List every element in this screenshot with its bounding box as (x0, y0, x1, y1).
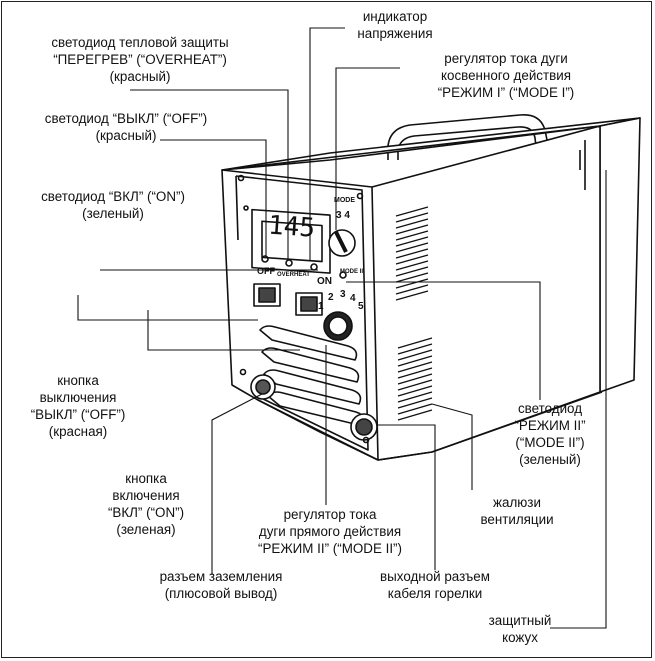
svg-text:MODE: MODE (334, 197, 355, 204)
svg-text:ON: ON (317, 276, 332, 287)
svg-text:3 4: 3 4 (336, 210, 350, 221)
svg-text:OFF: OFF (257, 266, 275, 276)
off-led (261, 255, 269, 263)
label-off-led: светодиод “ВЫКЛ” (“OFF”)(красный) (44, 111, 208, 143)
svg-text:OVERHEAT: OVERHEAT (277, 272, 310, 278)
label-ground-connector: разъем заземления(плюсовой вывод) (159, 569, 283, 601)
label-mode2-led: светодиод“РЕЖИМ II”(“MODE II”)(зеленый) (514, 401, 586, 467)
svg-text:5: 5 (358, 301, 364, 312)
side-vents (395, 206, 433, 421)
svg-text:3: 3 (340, 289, 346, 300)
carry-handle (387, 113, 548, 160)
leader-lines (77, 27, 607, 629)
svg-text:1: 1 (318, 301, 324, 312)
svg-text:4: 4 (350, 293, 356, 304)
overheat-led (285, 259, 293, 267)
label-overheat-led: светодиод тепловой защиты“ПЕРЕГРЕВ” (“OV… (51, 35, 229, 84)
svg-text:MODE II: MODE II (340, 269, 363, 275)
svg-text:2: 2 (328, 292, 334, 303)
display-readout: 145 (267, 211, 316, 244)
label-on-led: светодиод “ВКЛ” (“ON”)(зеленый) (41, 189, 185, 221)
mode2-led (339, 271, 347, 279)
